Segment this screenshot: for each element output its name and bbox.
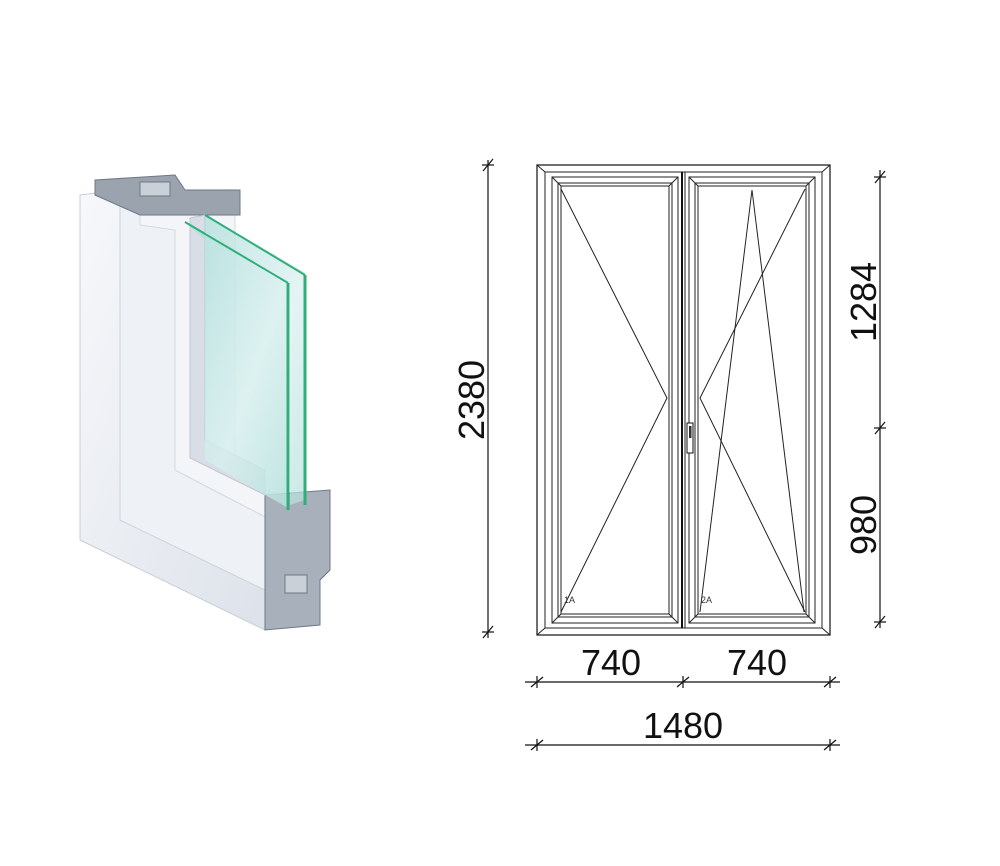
sash-left: 1A (551, 176, 679, 624)
window-elevation: 1A 2A (536, 164, 831, 636)
sash-label-1a: 1A (564, 595, 575, 605)
dimension-lower-height: 980 (843, 495, 884, 555)
opening-indicator-turn (699, 188, 806, 613)
glass-pane-inner (185, 222, 288, 508)
svg-text:2380: 2380 (451, 360, 492, 440)
sash-label-2a: 2A (701, 595, 712, 605)
opening-indicator-tilt (699, 189, 805, 613)
dimension-total-width: 1480 (525, 705, 840, 751)
handle-icon (686, 422, 694, 454)
dimension-right-width: 740 (727, 642, 787, 683)
dimension-left-width: 740 (581, 642, 641, 683)
sash-right: 2A (688, 176, 816, 624)
dimension-total-height: 2380 (451, 158, 494, 639)
profile-cross-section-illustration (79, 174, 331, 631)
svg-text:1480: 1480 (643, 705, 723, 746)
glass-pane-outer (205, 215, 305, 505)
dimension-right-heights: 1284 980 (843, 170, 886, 629)
opening-indicator-turn (560, 188, 668, 613)
dimension-sash-widths: 740 740 (525, 642, 840, 688)
dimension-upper-height: 1284 (843, 262, 884, 342)
